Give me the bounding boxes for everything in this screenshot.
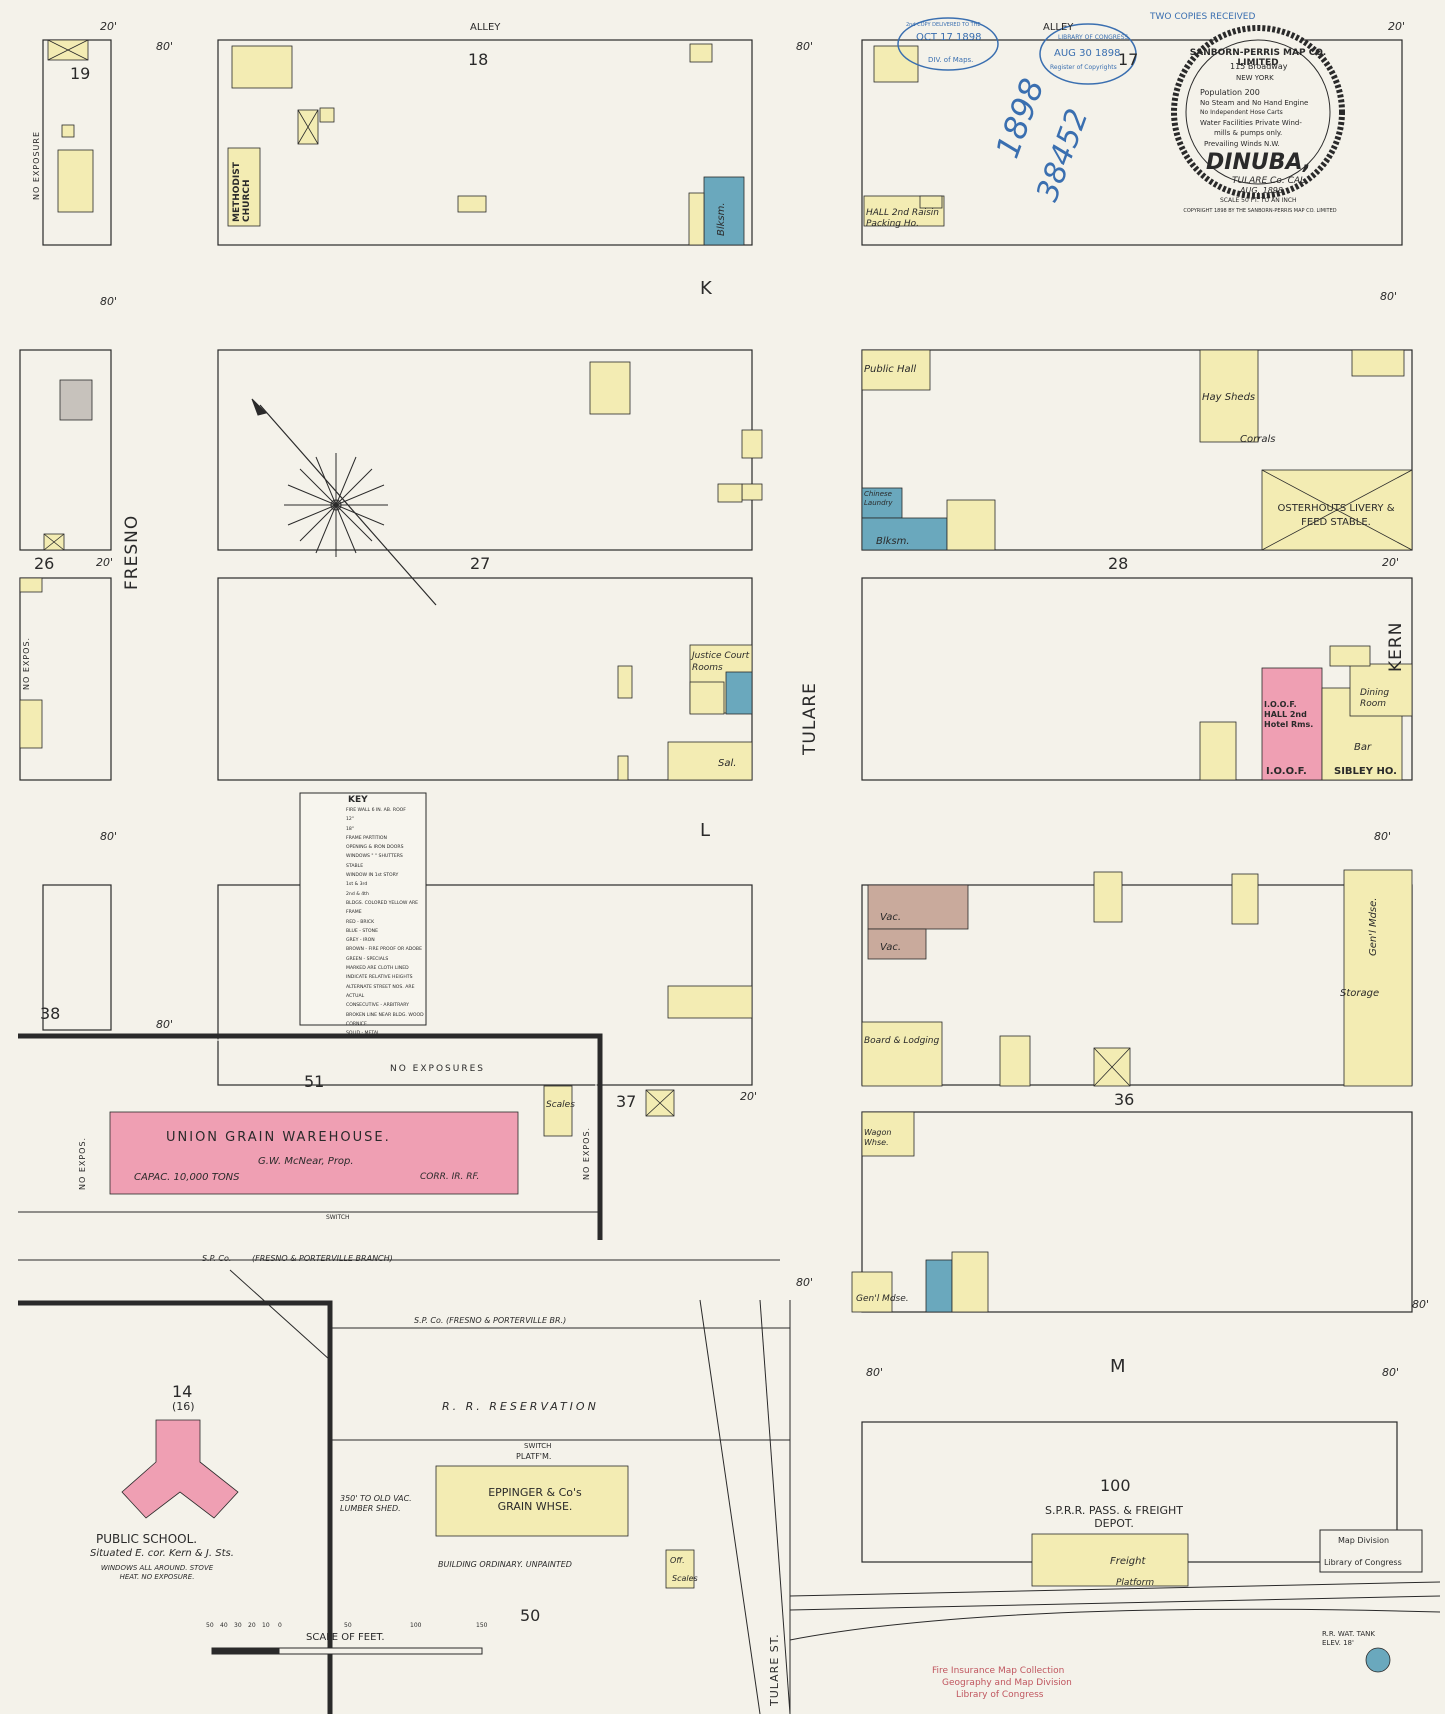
- block-51-buildings: [109, 1085, 573, 1195]
- block-18: [217, 39, 753, 246]
- block-100-buildings: [1031, 1533, 1391, 1673]
- hay-sheds: [1199, 349, 1259, 443]
- scales-office: [665, 1549, 695, 1589]
- block-50-buildings: [435, 1465, 695, 1589]
- block-27-buildings: [589, 361, 763, 781]
- chinese-laundry: [861, 487, 903, 519]
- water-tank: [1365, 1647, 1391, 1673]
- shed: [741, 483, 763, 501]
- block-26-south: [19, 577, 112, 781]
- pass-freight-depot: [1031, 1533, 1189, 1587]
- frame-building: [946, 499, 996, 551]
- block-28-buildings: [861, 349, 1413, 781]
- stone-store: [925, 1259, 953, 1313]
- frame-building: [667, 985, 753, 1019]
- outbuilding: [457, 195, 487, 213]
- block-17: [861, 39, 1403, 246]
- building: [19, 699, 43, 749]
- scale-bar: [211, 1647, 483, 1655]
- block-36-buildings: [851, 869, 1413, 1313]
- scales-office: [543, 1085, 573, 1137]
- block-17-buildings: [863, 45, 945, 227]
- iron-clad-building: [59, 379, 93, 421]
- outbuilding: [689, 43, 713, 63]
- map-key: [299, 792, 427, 1026]
- stone-building: [725, 671, 753, 715]
- outbuilding: [919, 195, 943, 209]
- board-and-lodging: [861, 1021, 943, 1087]
- wagon-warehouse: [861, 1111, 915, 1157]
- dwelling: [689, 681, 725, 715]
- dwelling: [873, 45, 919, 83]
- hay-shed: [717, 483, 743, 503]
- dining-room: [1349, 663, 1413, 717]
- frame-store: [951, 1251, 989, 1313]
- general-merchandise-m: [851, 1271, 893, 1313]
- eppinger-grain-warehouse: [435, 1465, 629, 1537]
- block-outlines: [19, 39, 1413, 1563]
- blacksmith-shop: [861, 517, 948, 551]
- block-28-north: [861, 349, 1413, 551]
- shed: [999, 1035, 1031, 1087]
- church-building: [227, 147, 261, 227]
- block-37-buildings: [645, 985, 753, 1117]
- union-grain-warehouse: [109, 1111, 519, 1195]
- saloon-building: [667, 741, 753, 781]
- frame-shed: [61, 124, 75, 138]
- block-19: [42, 39, 112, 246]
- general-merchandise-store: [1343, 869, 1413, 1087]
- public-school-building: [121, 1419, 239, 1519]
- frame-building: [1199, 721, 1237, 781]
- outbuilding: [688, 192, 705, 246]
- title-cartouche: [1171, 25, 1345, 199]
- block-36-south: [861, 1111, 1413, 1313]
- dwelling: [1093, 871, 1123, 923]
- block-19-buildings: [47, 39, 94, 213]
- block-26-buildings: [19, 379, 93, 749]
- dwelling: [589, 361, 631, 415]
- block-18-buildings: [227, 43, 745, 246]
- block-38: [42, 884, 112, 1031]
- shed: [617, 665, 633, 699]
- shed: [741, 429, 763, 459]
- blacksmith-shop: [703, 176, 745, 246]
- block-26-north: [19, 349, 112, 551]
- shed: [1329, 645, 1371, 667]
- shed: [617, 755, 629, 781]
- dwelling: [1351, 349, 1405, 377]
- public-hall: [861, 349, 931, 391]
- dwelling: [1231, 873, 1259, 925]
- frame-dwelling: [57, 149, 94, 213]
- dwelling: [231, 45, 293, 89]
- shed: [319, 107, 335, 123]
- railroad: [18, 1033, 1441, 1714]
- ioof-hall: [1261, 667, 1323, 781]
- vacant-adobe: [867, 928, 927, 960]
- block-27-north: [217, 349, 753, 551]
- compass-rose: [251, 398, 437, 606]
- block-37: [217, 884, 753, 1086]
- stamps: [897, 17, 1423, 1573]
- vacant-adobe: [867, 884, 969, 930]
- building: [19, 577, 43, 593]
